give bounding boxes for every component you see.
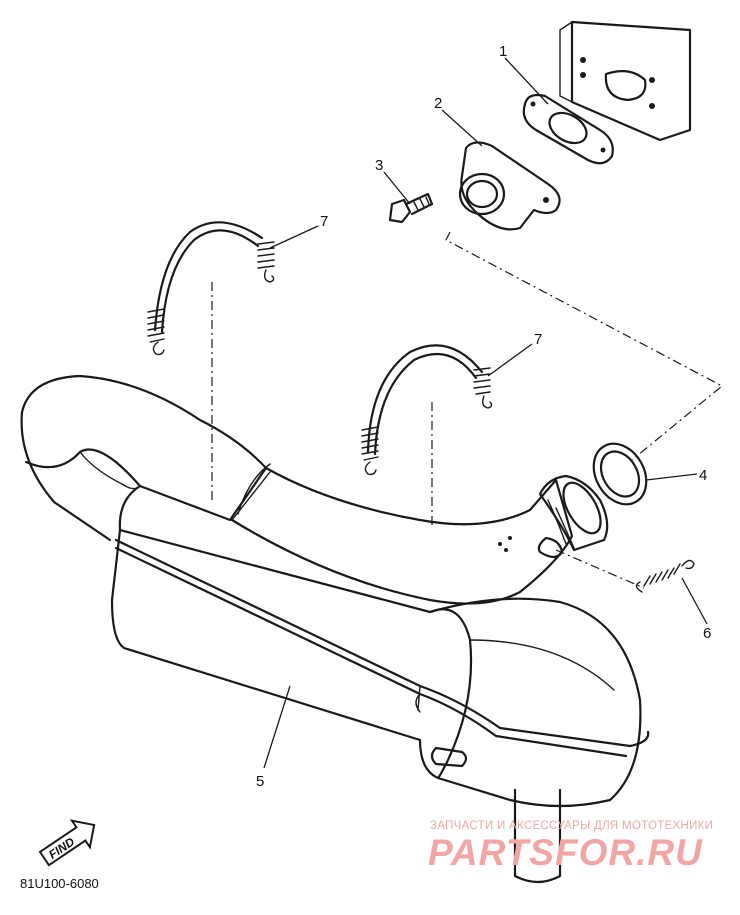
- callout-1: 1: [499, 43, 507, 60]
- callout-7-lower: 7: [534, 331, 542, 348]
- callout-7-upper: 7: [320, 213, 328, 230]
- part-7-spring-upper: [147, 221, 275, 356]
- part-7-spring-lower: [361, 344, 493, 476]
- part-4-ring-gasket: [592, 442, 648, 506]
- cylinder-flange-block: [559, 20, 692, 142]
- watermark-logo: PARTSFOR.RU: [428, 832, 703, 873]
- callout-6: 6: [703, 625, 711, 642]
- part-5-muffler-assembly: [20, 374, 650, 884]
- diagram-code: 81U100-6080: [20, 876, 99, 891]
- callout-2: 2: [434, 95, 442, 112]
- callout-5: 5: [256, 773, 264, 790]
- part-1-gasket: [522, 93, 614, 165]
- callout-4: 4: [699, 467, 707, 484]
- part-2-exhaust-joint: [458, 141, 561, 231]
- part-6-spring: [635, 559, 695, 593]
- watermark-tagline: ЗАПЧАСТИ И АКСЕССУАРЫ ДЛЯ МОТОТЕХНИКИ: [430, 820, 714, 832]
- leader-lines: [263, 57, 708, 769]
- callout-3: 3: [375, 157, 383, 174]
- find-arrow-icon: FIND: [38, 819, 96, 867]
- part-3-bolt: [388, 192, 434, 224]
- alignment-lines: [211, 231, 724, 589]
